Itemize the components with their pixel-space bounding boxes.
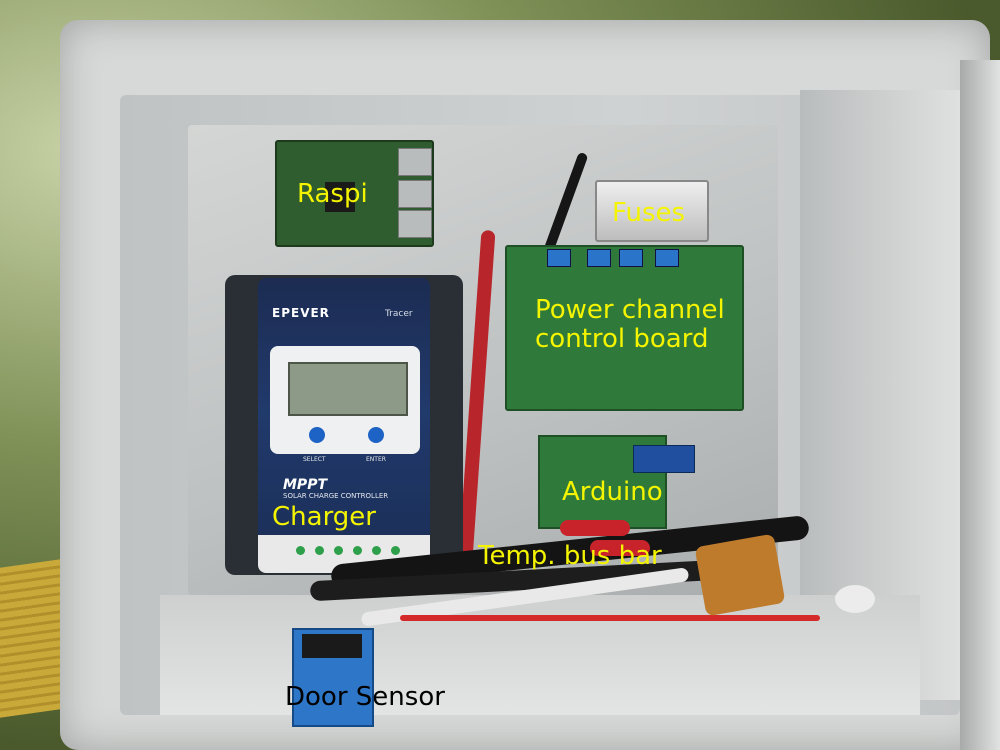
label-power-line1: Power channel [535,295,725,325]
label-door-sensor: Door Sensor [285,682,445,712]
microswitch [302,634,362,658]
arduino-board [538,435,695,529]
cpu-chip [325,182,355,212]
label-temp-bus-bar: Temp. bus bar [478,541,662,571]
usb-port [398,180,432,208]
screw-terminal [547,249,571,267]
screw-terminal [655,249,679,267]
red-sleeve [560,520,630,536]
label-arduino: Arduino [562,477,663,507]
enter-label: ENTER [366,456,386,463]
select-label: SELECT [303,456,326,463]
screw-terminal [587,249,611,267]
charger-model: Tracer [385,309,413,319]
charger-subtitle: SOLAR CHARGE CONTROLLER [283,492,389,500]
led-icon [334,546,343,555]
usb-port [398,148,432,176]
charger-title: MPPT [283,477,328,493]
red-wire [400,615,820,621]
cable-gland [835,585,875,613]
led-icon [391,546,400,555]
select-button [309,427,325,443]
screw-terminal [619,249,643,267]
label-raspi: Raspi [297,179,368,209]
charger-brand: EPEVER [272,306,330,320]
label-power-channel: Power channel control board [535,296,725,353]
led-icon [296,546,305,555]
red-sleeve [590,540,650,556]
breakout-module [633,445,695,473]
status-leds [296,546,406,556]
label-fuses: Fuses [612,198,686,228]
power-channel-board [505,245,744,411]
label-charger: Charger [272,502,376,532]
raspberry-pi-board [275,140,434,247]
enclosure-floor [160,595,920,715]
bus-bar [694,533,786,617]
fuse-box [595,180,709,242]
ethernet-port [398,210,432,238]
lcd-display [288,362,408,416]
door-sensor-switch [292,628,374,727]
door-hinge [960,60,1000,750]
led-icon [372,546,381,555]
led-icon [315,546,324,555]
label-power-line2: control board [535,323,709,354]
led-icon [353,546,362,555]
enter-button [368,427,384,443]
